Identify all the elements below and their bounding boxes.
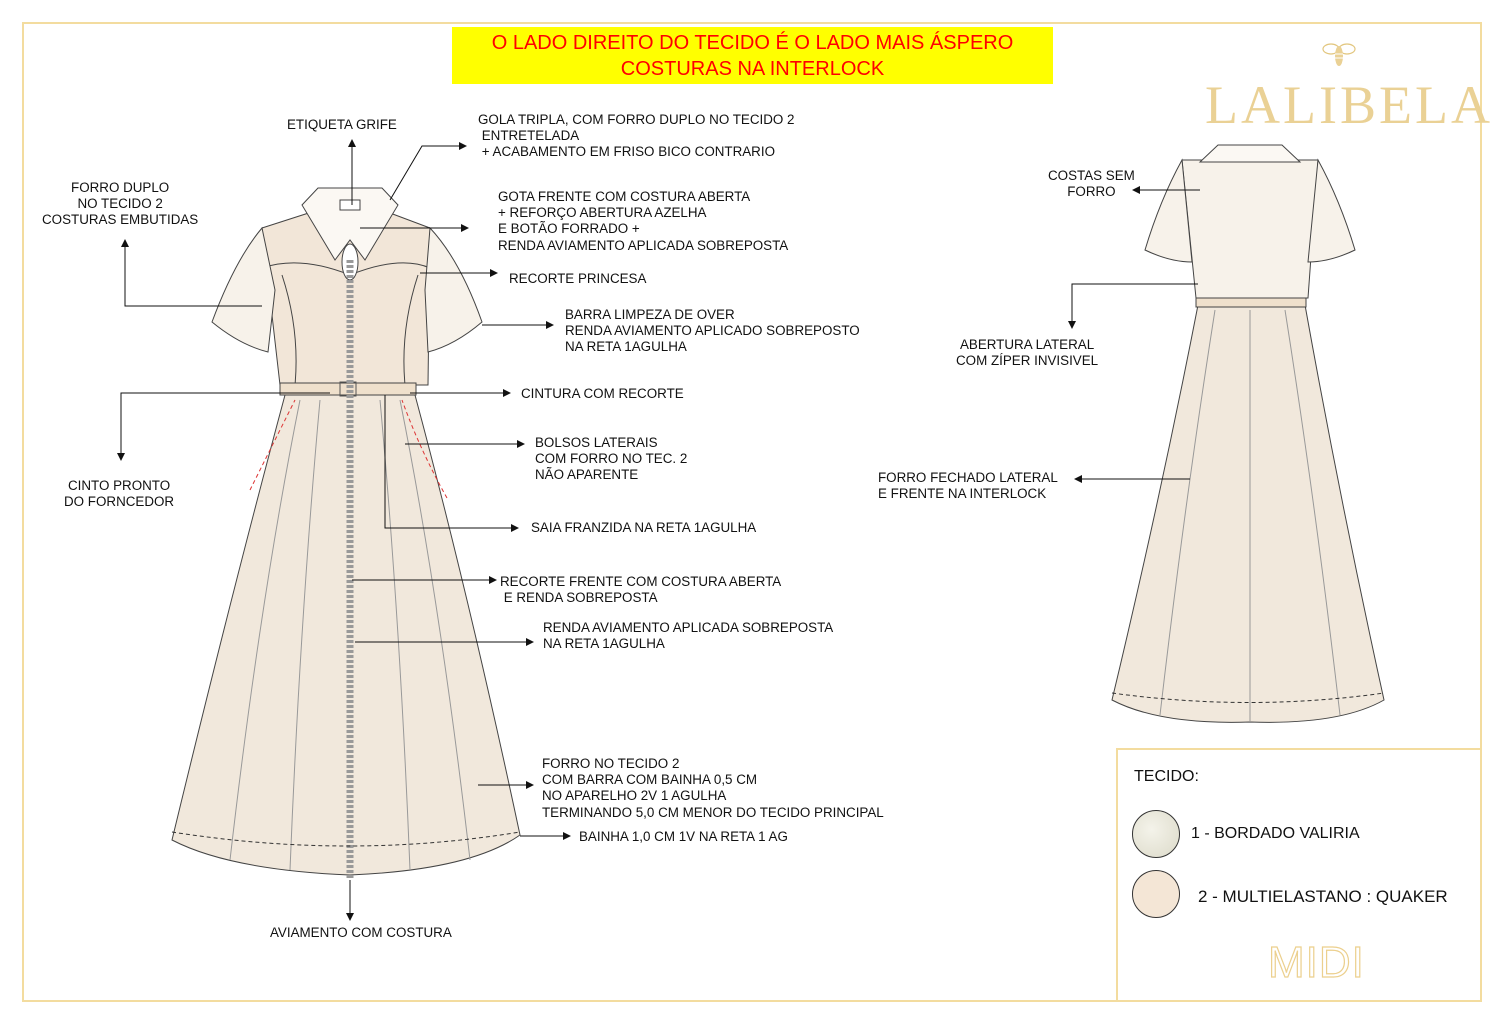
bee-icon [1322,43,1356,66]
label-bolsos: BOLSOS LATERAIS COM FORRO NO TEC. 2 NÃO … [535,435,688,483]
fabric-label-1: 1 - BORDADO VALIRIA [1191,825,1360,842]
page-frame [22,22,1482,1002]
label-forro-duplo: FORRO DUPLO NO TECIDO 2 COSTURAS EMBUTID… [42,180,199,228]
fabric-swatch-1 [1132,810,1180,858]
banner-line-1: O LADO DIREITO DO TECIDO É O LADO MAIS Á… [491,32,1014,54]
back-skirt [1111,304,1385,723]
length-label: MIDI [1267,937,1365,987]
label-costas: COSTAS SEM FORRO [1048,168,1135,200]
back-bodice [1181,159,1319,299]
label-aviamento: AVIAMENTO COM COSTURA [270,925,452,940]
fabric-label-2: 2 - MULTIELASTANO : QUAKER [1198,887,1448,906]
fabric-legend-title: TECIDO: [1134,768,1199,785]
instruction-banner: O LADO DIREITO DO TECIDO É O LADO MAIS Á… [452,27,1053,84]
front-dress-sketch [171,187,521,880]
banner-line-2: COSTURAS NA INTERLOCK [620,58,885,80]
label-recorte-frente: RECORTE FRENTE COM COSTURA ABERTA E REND… [500,574,782,606]
front-collar [301,187,399,261]
label-forro-tecido: FORRO NO TECIDO 2 COM BARRA COM BAINHA 0… [542,756,884,820]
back-dress-sketch [1111,144,1385,723]
label-gola: GOLA TRIPLA, COM FORRO DUPLO NO TECIDO 2… [478,112,795,160]
brand-logo: LALIBELA [1205,75,1493,135]
front-sleeve-left [211,226,276,353]
label-saia: SAIA FRANZIDA NA RETA 1AGULHA [531,520,757,535]
back-belt [1195,297,1307,308]
label-etiqueta: ETIQUETA GRIFE [287,117,397,132]
label-bainha: BAINHA 1,0 CM 1V NA RETA 1 AG [579,829,788,844]
label-recorte-princesa: RECORTE PRINCESA [509,271,647,286]
label-abertura: ABERTURA LATERAL COM ZÍPER INVISIVEL [956,337,1099,369]
label-cinto: CINTO PRONTO DO FORNCEDOR [64,478,175,510]
fabric-swatch-2 [1132,870,1180,918]
front-skirt [171,394,521,876]
fabric-legend: TECIDO: 1 - BORDADO VALIRIA 2 - MULTIELA… [1116,748,1482,1002]
front-sleeve-right [424,226,483,353]
label-barra-limpeza: BARRA LIMPEZA DE OVER RENDA AVIAMENTO AP… [565,307,860,355]
label-gota: GOTA FRENTE COM COSTURA ABERTA + REFORÇO… [498,189,789,253]
label-cintura: CINTURA COM RECORTE [521,386,684,401]
label-renda: RENDA AVIAMENTO APLICADA SOBREPOSTA NA R… [543,620,834,652]
label-forro-fechado: FORRO FECHADO LATERAL E FRENTE NA INTERL… [878,470,1058,502]
callout-arrows [117,139,1200,921]
